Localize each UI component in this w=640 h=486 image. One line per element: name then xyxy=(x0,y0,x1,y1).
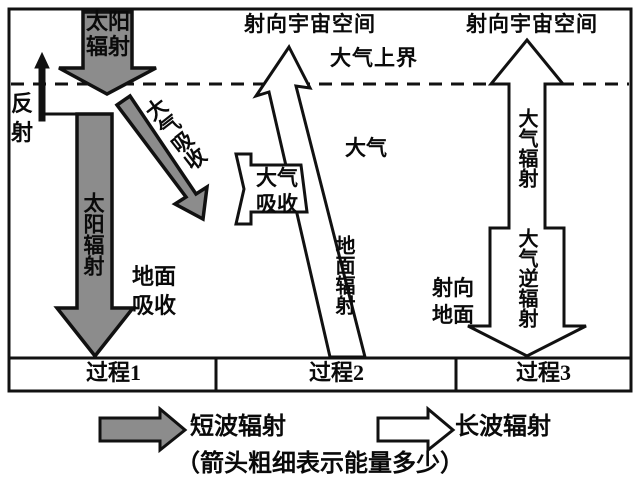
incoming-solar-arrow xyxy=(58,10,157,96)
legend-note: （箭头粗细表示能量多少） xyxy=(176,451,464,477)
process2-atmos-absorb-line1: 大气 xyxy=(256,166,298,190)
atmosphere-middle-label: 大气 xyxy=(345,136,387,160)
solar-radiation-vertical-label: 太阳辐射 xyxy=(81,192,105,276)
incoming-solar-label-line2: 辐射 xyxy=(85,34,130,59)
process2-to-space-label: 射向宇宙空间 xyxy=(244,12,376,36)
process-cell-2: 过程2 xyxy=(308,360,364,385)
legend-longwave-arrow-icon xyxy=(376,405,456,454)
reflection-label-line2: 射 xyxy=(11,120,34,145)
atmosphere-absorption-branch-arrow xyxy=(234,152,309,226)
legend-shortwave-label: 短波辐射 xyxy=(190,414,286,440)
atmosphere-radiation-double-arrow xyxy=(467,37,587,358)
surface-absorption-label-line2: 吸收 xyxy=(132,293,177,318)
process-bar xyxy=(7,356,633,393)
counter-radiation-label: 大气逆辐射 xyxy=(515,228,537,328)
atmosphere-absorption-diagonal-arrow xyxy=(114,93,210,222)
process2-atmos-absorb-line2: 吸收 xyxy=(256,192,298,216)
surface-absorption-label-line1: 地面 xyxy=(132,264,177,289)
incoming-solar-label-line1: 太阳 xyxy=(85,9,130,34)
process3-to-space-label: 射向宇宙空间 xyxy=(466,12,598,36)
to-ground-label-line1: 射向 xyxy=(432,276,474,300)
atmosphere-top-label: 大气上界 xyxy=(330,46,418,70)
reflection-label-line1: 反 xyxy=(11,91,34,116)
solar-radiation-to-ground-arrow xyxy=(53,112,137,359)
ground-radiation-label: 地面辐射 xyxy=(332,235,354,315)
legend-shortwave-arrow-icon xyxy=(98,405,188,454)
process-cell-3: 过程3 xyxy=(515,360,571,385)
legend-longwave-label: 长波辐射 xyxy=(455,414,551,440)
atmosphere-radiation-label: 大气辐射 xyxy=(515,108,537,188)
to-ground-label-line2: 地面 xyxy=(432,303,474,327)
process-cell-1: 过程1 xyxy=(85,360,141,385)
